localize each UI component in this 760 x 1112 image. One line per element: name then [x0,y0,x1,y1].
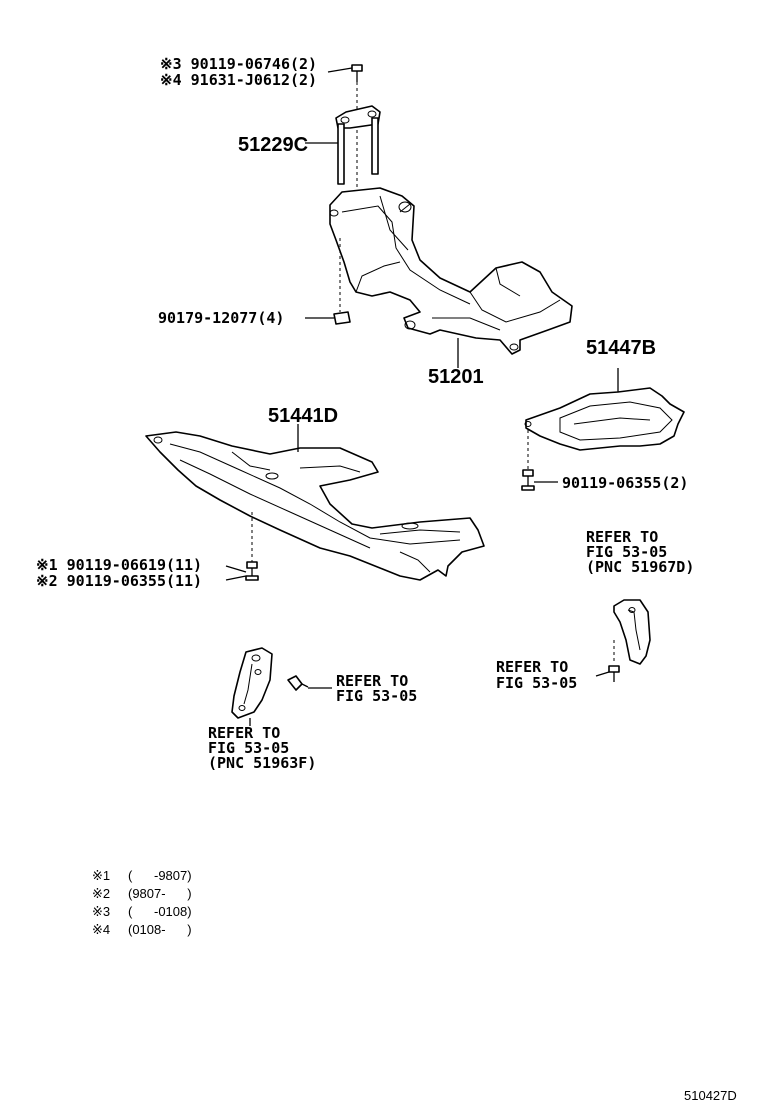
legend-range-4: (0108- ) [128,922,192,937]
leader-bolt-top [327,67,353,73]
leader-bolt-1 [225,565,247,573]
nut-90179 [333,238,351,325]
bolt-cover-d [245,512,259,581]
clip-center [287,675,309,691]
leader-bolt-2 [225,575,247,581]
label-bolt-3: ※3 90119-06746(2) [160,55,317,73]
legend-range-3: ( -0108) [128,904,192,919]
label-51201: 51201 [428,366,484,388]
legend-mark-3: ※3 [92,904,110,919]
bracket-51229c [335,105,381,185]
label-refer-left-1: REFER TO [208,724,280,742]
bracket-right [608,599,651,682]
label-bolt-2: ※2 90119-06355(11) [36,572,202,590]
label-bolt-4: ※4 91631-J0612(2) [160,71,317,89]
label-refer-right-3: (PNC 51967D) [586,558,694,576]
legend-mark-4: ※4 [92,922,110,937]
legend-range-2: (9807- ) [128,886,192,901]
legend-mark-1: ※1 [92,868,110,883]
label-nut: 90179-12077(4) [158,309,284,327]
leader-bolt-right [595,671,610,677]
legend-range-1: ( -9807) [128,868,192,883]
label-refer-left-2: FIG 53-05 [208,739,289,757]
label-refer-left-3: (PNC 51963F) [208,754,316,772]
crossmember-51201 [329,187,573,355]
label-bolt-1: ※1 90119-06619(11) [36,556,202,574]
label-refer-right-1: REFER TO [586,528,658,546]
bracket-left [231,647,273,719]
label-refer-bolt-right-1: REFER TO [496,658,568,676]
label-51441d: 51441D [268,405,338,427]
label-51229c: 51229C [238,134,308,156]
figure-id: 510427D [684,1088,737,1103]
label-refer-center-1: REFER TO [336,672,408,690]
cover-51441d [145,431,485,581]
cover-51447b [524,387,685,451]
legend-mark-2: ※2 [92,886,110,901]
bolt-cover-b [521,430,535,491]
label-51447b: 51447B [586,337,656,359]
label-refer-right-2: FIG 53-05 [586,543,667,561]
legend: ※1 ( -9807) ※2 (9807- ) ※3 ( -0108) ※4 (… [92,868,192,937]
label-bolt-cover-b: 90119-06355(2) [562,474,688,492]
label-refer-center-2: FIG 53-05 [336,687,417,705]
label-refer-bolt-right-2: FIG 53-05 [496,674,577,692]
